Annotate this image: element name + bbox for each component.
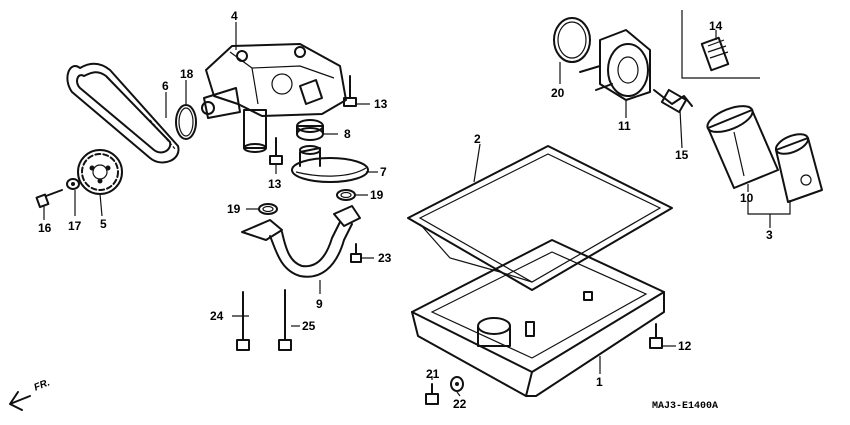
callout-13-upper: 13 xyxy=(374,97,388,111)
callout-19-left: 19 xyxy=(227,202,241,216)
washer-17 xyxy=(66,178,80,190)
callout-3: 3 xyxy=(766,228,773,242)
bolt-13-lower xyxy=(269,137,283,165)
oil-pump-sprocket xyxy=(77,149,123,195)
callout-9: 9 xyxy=(316,297,323,311)
callout-10: 10 xyxy=(740,191,754,205)
oil-cooler xyxy=(579,29,651,101)
oil-strainer xyxy=(291,145,369,183)
bolt-15 xyxy=(653,88,693,114)
callout-13-lower: 13 xyxy=(268,177,282,191)
oil-filter-10 xyxy=(706,105,779,189)
callout-11: 11 xyxy=(618,119,631,133)
drain-bolt-21 xyxy=(425,383,439,405)
callout-4: 4 xyxy=(231,9,238,23)
oil-filter-10b xyxy=(774,133,823,203)
sealing-washer-22 xyxy=(450,376,464,392)
o-ring-20 xyxy=(553,17,591,63)
o-ring-18 xyxy=(175,104,197,140)
diagram-code: MAJ3-E1400A xyxy=(652,401,719,412)
callout-21: 21 xyxy=(426,367,440,381)
front-direction-arrow xyxy=(9,391,31,411)
o-ring-19-left xyxy=(258,203,278,215)
callout-8: 8 xyxy=(344,127,351,141)
bolt-13-upper xyxy=(343,75,357,107)
callout-23: 23 xyxy=(378,251,392,265)
callout-19-right: 19 xyxy=(370,188,384,202)
callout-22: 22 xyxy=(453,397,467,411)
drive-chain xyxy=(66,62,180,164)
fitting-14 xyxy=(700,36,730,72)
callout-25: 25 xyxy=(302,319,316,333)
callout-16: 16 xyxy=(38,221,52,235)
callout-14: 14 xyxy=(709,19,723,33)
callout-17: 17 xyxy=(68,219,82,233)
bolt-12 xyxy=(649,323,663,349)
callout-12: 12 xyxy=(678,339,692,353)
callout-1: 1 xyxy=(596,375,603,389)
bolt-25 xyxy=(278,289,292,351)
oil-pan xyxy=(411,239,665,397)
bolt-23 xyxy=(350,243,362,263)
seal-8 xyxy=(296,119,324,141)
callout-20: 20 xyxy=(551,86,565,100)
callout-2: 2 xyxy=(474,132,481,146)
callout-7: 7 xyxy=(380,165,387,179)
oil-pan-gasket xyxy=(407,145,673,291)
detail-bracket-14 xyxy=(681,10,760,79)
callout-18: 18 xyxy=(180,67,194,81)
callout-5: 5 xyxy=(100,217,107,231)
leader-lines xyxy=(43,22,791,397)
callout-24: 24 xyxy=(210,309,224,323)
callout-6: 6 xyxy=(162,79,169,93)
o-ring-19-right xyxy=(336,189,356,201)
bolt-16 xyxy=(35,189,63,209)
oil-pump xyxy=(201,43,347,153)
bolt-24 xyxy=(236,291,250,351)
callout-15: 15 xyxy=(675,148,689,162)
oil-pipe xyxy=(241,205,361,278)
